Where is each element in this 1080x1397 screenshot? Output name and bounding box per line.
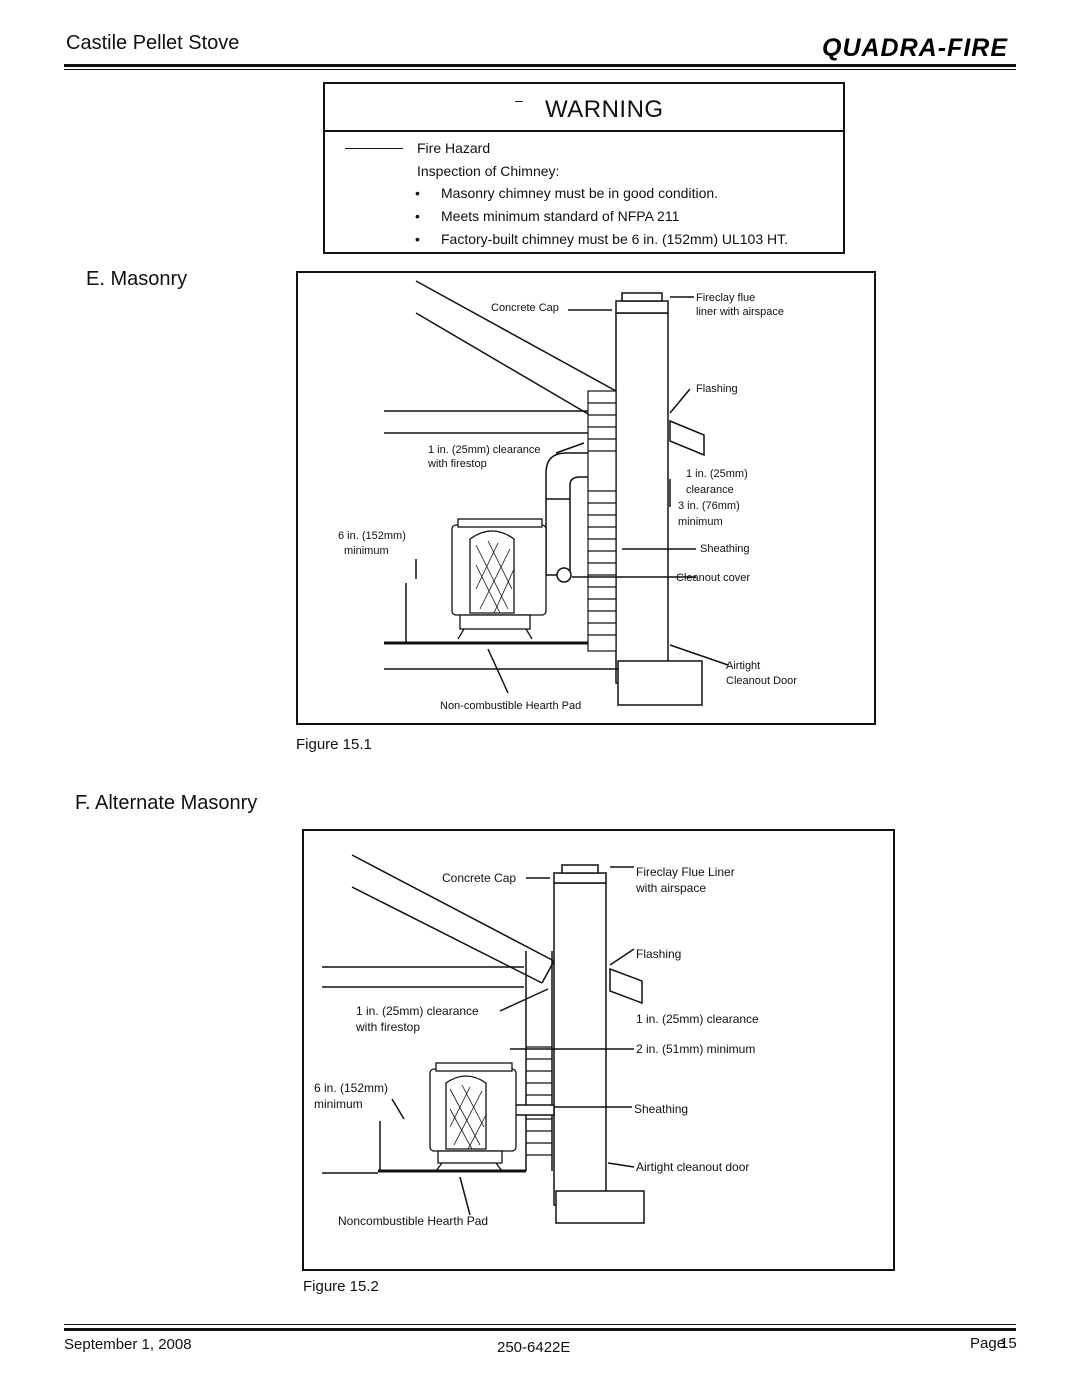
- label-flashing: Flashing: [696, 383, 738, 395]
- roof-line-upper: [351, 854, 555, 962]
- pellet-stove-drawing: [451, 518, 547, 640]
- warning-bullet-3: Factory-built chimney must be 6 in. (152…: [441, 231, 789, 247]
- label-airtight-1: Airtight: [726, 660, 760, 672]
- figure-15-2: Concrete Cap Fireclay Flue Liner with ai…: [302, 829, 895, 1271]
- footer-rule-thick: [64, 1328, 1016, 1331]
- label-min-152-1: 6 in. (152mm): [314, 1081, 388, 1095]
- warning-header: – WARNING: [325, 84, 843, 132]
- warning-title: WARNING: [545, 96, 664, 123]
- label-hearth: Noncombustible Hearth Pad: [338, 1214, 488, 1228]
- leader-clearance: [555, 442, 585, 454]
- label-min-152-2: minimum: [314, 1097, 363, 1111]
- figure-15-1: Concrete Cap Fireclay flue liner with ai…: [296, 271, 876, 725]
- roof-line-lower: [415, 312, 601, 422]
- label-hearth: Non-combustible Hearth Pad: [440, 700, 581, 712]
- footer-page-label: Page: [970, 1335, 1006, 1352]
- vent-pipe-horizontal: [513, 1104, 555, 1116]
- label-airtight-2: Cleanout Door: [726, 675, 797, 687]
- label-sheathing: Sheathing: [634, 1102, 688, 1116]
- label-firestop: with firestop: [427, 458, 487, 470]
- header-rule-thick: [64, 64, 1016, 67]
- vent-pipe-vertical: [545, 498, 571, 576]
- vent-pipe-inner: [569, 476, 588, 499]
- pellet-stove-drawing: [429, 1062, 517, 1172]
- vent-pipe-upper: [545, 452, 588, 499]
- warning-symbol-line: [345, 148, 403, 149]
- chimney-footing: [555, 1190, 645, 1224]
- label-sheathing: Sheathing: [700, 543, 750, 555]
- roof-line-lower: [351, 886, 543, 984]
- label-firestop: with firestop: [355, 1020, 420, 1034]
- leader-flashing: [609, 948, 635, 966]
- brick-wall: [526, 1046, 552, 1156]
- bullet-3-marker: •: [415, 231, 420, 247]
- label-cleanout: Airtight cleanout door: [636, 1160, 749, 1174]
- brick-wall: [587, 390, 617, 652]
- label-min-51: 2 in. (51mm) minimum: [636, 1042, 755, 1056]
- leader-clearance: [499, 988, 549, 1012]
- flashing-shape: [609, 967, 643, 1005]
- flue-liner-top: [561, 864, 599, 874]
- section-e-title: E. Masonry: [86, 268, 188, 290]
- warning-hazard: Fire Hazard: [417, 140, 491, 156]
- label-min-152-1: 6 in. (152mm): [338, 530, 406, 542]
- chimney-cap: [553, 872, 607, 884]
- figure-15-2-diagram: Concrete Cap Fireclay Flue Liner with ai…: [314, 854, 759, 1228]
- leader-hearth: [487, 648, 509, 694]
- bullet-2-marker: •: [415, 208, 420, 224]
- quadra-fire-logo: QUADRA-FIRE: [822, 34, 1008, 62]
- label-clr-right: 1 in. (25mm) clearance: [636, 1012, 759, 1026]
- label-fireclay-1: Fireclay flue: [696, 292, 755, 304]
- warning-bullet-1: Masonry chimney must be in good conditio…: [441, 185, 719, 201]
- caption-15-2: Figure 15.2: [303, 1278, 379, 1295]
- label-min-152-2: minimum: [344, 545, 389, 557]
- label-clearance-1: 1 in. (25mm) clearance: [356, 1004, 479, 1018]
- chimney-cap: [615, 300, 669, 314]
- leader-cleanout: [607, 1162, 635, 1168]
- leader-min-152: [391, 1098, 405, 1120]
- footer-doc-number: 250-6422E: [497, 1339, 571, 1356]
- leader-hearth: [459, 1176, 471, 1216]
- warning-bullet-2: Meets minimum standard of NFPA 211: [441, 208, 680, 224]
- label-flashing: Flashing: [636, 947, 681, 961]
- chimney-footing: [617, 660, 703, 706]
- label-clr-25-2: clearance: [686, 484, 734, 496]
- label-clearance-1: 1 in. (25mm) clearance: [428, 444, 541, 456]
- chimney-body: [615, 312, 669, 684]
- footer-date: September 1, 2008: [64, 1336, 192, 1353]
- cleanout-tee: [556, 567, 572, 583]
- footer-rule-thin: [64, 1324, 1016, 1325]
- header-rule-thin: [64, 69, 1016, 70]
- label-concrete-cap: Concrete Cap: [442, 871, 516, 885]
- warning-dash: –: [515, 92, 523, 108]
- flue-liner-top: [621, 292, 663, 302]
- label-fireclay-2: liner with airspace: [696, 306, 784, 318]
- figure-15-1-diagram: Concrete Cap Fireclay flue liner with ai…: [338, 280, 797, 712]
- warning-box: – WARNING Fire Hazard Inspection of Chim…: [323, 82, 845, 254]
- leader-flashing: [669, 388, 691, 414]
- logo-text: QUADRA-FIRE: [822, 34, 1008, 62]
- label-cleanout-cover: Cleanout cover: [676, 572, 750, 584]
- flashing-shape: [669, 419, 705, 457]
- label-min-76-1: 3 in. (76mm): [678, 500, 740, 512]
- chimney-body: [553, 882, 607, 1206]
- document-title: Castile Pellet Stove: [66, 32, 240, 54]
- warning-intro: Inspection of Chimney:: [417, 163, 560, 179]
- bullet-1-marker: •: [415, 185, 420, 201]
- label-fireclay-1: Fireclay Flue Liner: [636, 865, 735, 879]
- footer-page-number: 15: [1000, 1335, 1017, 1352]
- label-fireclay-2: with airspace: [635, 881, 706, 895]
- caption-15-1: Figure 15.1: [296, 736, 372, 753]
- roof-line-upper: [415, 280, 617, 392]
- label-min-76-2: minimum: [678, 516, 723, 528]
- leader-airtight: [669, 644, 729, 666]
- label-clr-25-1: 1 in. (25mm): [686, 468, 748, 480]
- label-concrete-cap: Concrete Cap: [491, 302, 559, 314]
- section-f-title: F. Alternate Masonry: [75, 792, 258, 814]
